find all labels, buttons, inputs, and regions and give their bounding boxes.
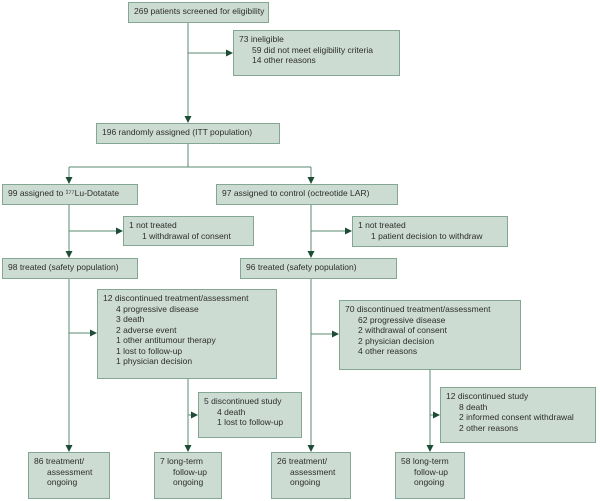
box-control-not-treated: 1 not treated 1 patient decision to with… (352, 216, 508, 247)
box-control-treatment-ongoing: 26 treatment/ assessment ongoing (271, 452, 351, 499)
box-arm-control: 97 assigned to control (octreotide LAR) (216, 184, 398, 205)
box-lu-followup-ongoing: 7 long-term follow-up ongoing (154, 452, 222, 499)
box-lu-discontinued: 12 discontinued treatment/assessment 4 p… (97, 289, 277, 379)
box-lu-treated: 98 treated (safety population) (2, 258, 138, 279)
box-lu-not-treated: 1 not treated 1 withdrawal of consent (123, 216, 254, 246)
box-control-treated: 96 treated (safety population) (240, 258, 397, 279)
box-control-discontinued: 70 discontinued treatment/assessment 62 … (339, 300, 521, 370)
box-lu-discontinued-study: 5 discontinued study 4 death 1 lost to f… (198, 392, 302, 438)
box-arm-lu-dotatate: 99 assigned to ¹⁷⁷Lu-Dotatate (2, 184, 138, 205)
box-lu-treatment-ongoing: 86 treatment/ assessment ongoing (28, 452, 110, 499)
box-randomized: 196 randomly assigned (ITT population) (96, 123, 280, 144)
box-control-discontinued-study: 12 discontinued study 8 death 2 informed… (440, 387, 596, 443)
box-ineligible: 73 ineligible 59 did not meet eligibilit… (233, 30, 400, 76)
box-control-followup-ongoing: 58 long-term follow-up ongoing (395, 452, 465, 499)
box-screened: 269 patients screened for eligibility (128, 2, 269, 23)
